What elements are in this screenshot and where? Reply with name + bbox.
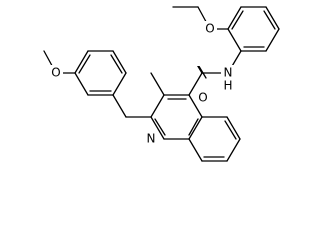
quinoline-nitrogen-label: N <box>147 132 156 146</box>
methoxyphenyl-group <box>43 50 152 118</box>
bond <box>112 94 127 118</box>
methoxy-oxygen-label: O <box>51 66 60 80</box>
atom-labels: N H O O O O N <box>49 21 235 146</box>
bond <box>227 28 242 52</box>
double-bond <box>154 118 166 136</box>
double-bond <box>263 10 276 30</box>
bond <box>227 6 242 30</box>
bond <box>265 28 280 52</box>
double-bond <box>78 54 91 74</box>
bond <box>188 72 203 96</box>
quinoline-core <box>150 94 241 162</box>
amide-nitrogen-label: N <box>224 66 233 80</box>
molecule-drawing: N H O O O O N <box>43 6 280 162</box>
bond <box>188 116 203 140</box>
bond <box>188 138 203 162</box>
bond <box>74 50 89 74</box>
bond <box>226 116 241 140</box>
double-bond <box>231 10 244 30</box>
bond <box>188 94 203 118</box>
bond <box>150 94 165 118</box>
bond <box>74 72 89 96</box>
carbonyl-oxygen-text: O <box>198 91 207 105</box>
double-bond <box>110 54 123 74</box>
bond <box>226 138 241 162</box>
structure-diagram: N H O O O O N <box>43 6 280 162</box>
double-bond <box>188 118 199 136</box>
bond <box>150 116 165 140</box>
bond <box>112 72 127 96</box>
methyl-bond <box>150 72 165 96</box>
amide-hydrogen-label: H <box>223 79 232 93</box>
double-bond <box>224 120 237 140</box>
bond <box>112 50 127 74</box>
ethoxy-oxygen-label: O <box>205 22 214 36</box>
bond <box>265 6 280 30</box>
